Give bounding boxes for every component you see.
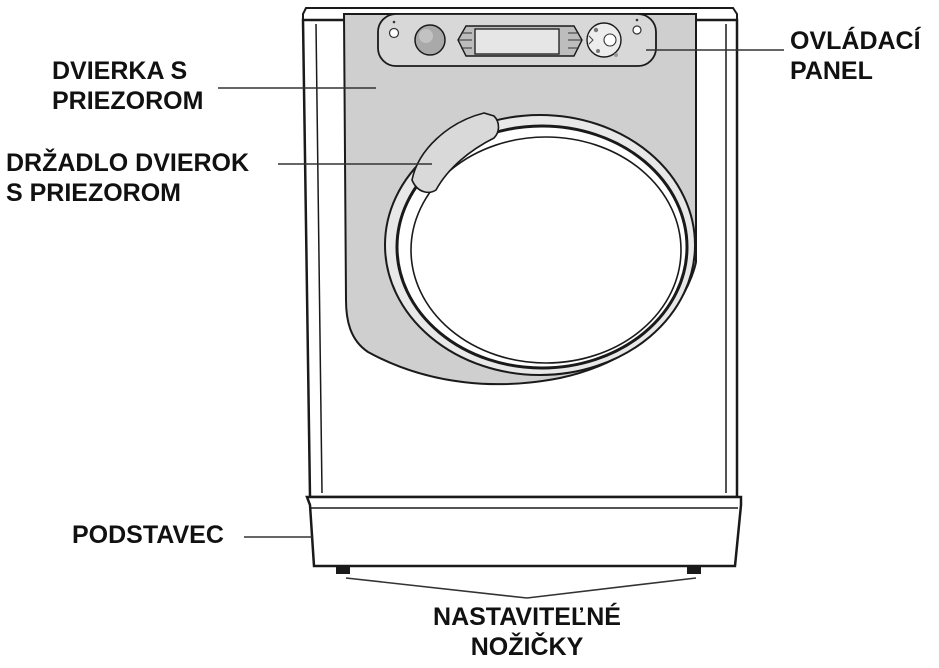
- label-handle-line2: S PRIEZOROM: [6, 179, 182, 207]
- label-door: DVIERKA S PRIEZOROM: [52, 56, 203, 116]
- label-feet: NASTAVITEĽNÉ NOŽIČKY: [407, 602, 647, 662]
- indicator-dot-right: [635, 18, 639, 22]
- label-handle: DRŽADLO DVIEROK S PRIEZOROM: [6, 148, 249, 208]
- leader-foot-left: [345, 577, 528, 599]
- label-base-line1: PODSTAVEC: [72, 521, 224, 549]
- leader-foot-right: [526, 577, 697, 599]
- foot-left: [336, 566, 350, 574]
- option-button-right[interactable]: [614, 53, 618, 57]
- porthole-glass[interactable]: [410, 136, 682, 364]
- body-left-edge-inner: [315, 23, 323, 494]
- control-group-arrow: [588, 35, 594, 45]
- label-control-panel-line2: PANEL: [790, 57, 873, 85]
- label-handle-line1: DRŽADLO DVIEROK: [6, 149, 250, 177]
- delay-button[interactable]: [632, 25, 642, 35]
- label-door-line1: DVIERKA S: [52, 57, 188, 85]
- foot-right: [687, 566, 701, 574]
- base-pedestal: [305, 495, 743, 568]
- label-control-panel-line1: OVLÁDACÍ: [790, 27, 921, 55]
- label-door-line2: PRIEZOROM: [52, 87, 204, 115]
- door-handle[interactable]: [411, 112, 500, 194]
- display-screen: [474, 28, 560, 55]
- option-button-bottom[interactable]: [596, 49, 600, 53]
- label-base: PODSTAVEC: [72, 520, 224, 550]
- label-feet-line1: NASTAVITEĽNÉ: [433, 603, 621, 631]
- power-button[interactable]: [388, 27, 400, 39]
- indicator-dot-left: [392, 20, 396, 24]
- start-pause-button[interactable]: [603, 33, 617, 47]
- label-feet-line2: NOŽIČKY: [470, 633, 584, 661]
- program-knob-highlight: [419, 29, 433, 43]
- label-control-panel: OVLÁDACÍ PANEL: [790, 26, 921, 86]
- option-button-top[interactable]: [593, 27, 599, 33]
